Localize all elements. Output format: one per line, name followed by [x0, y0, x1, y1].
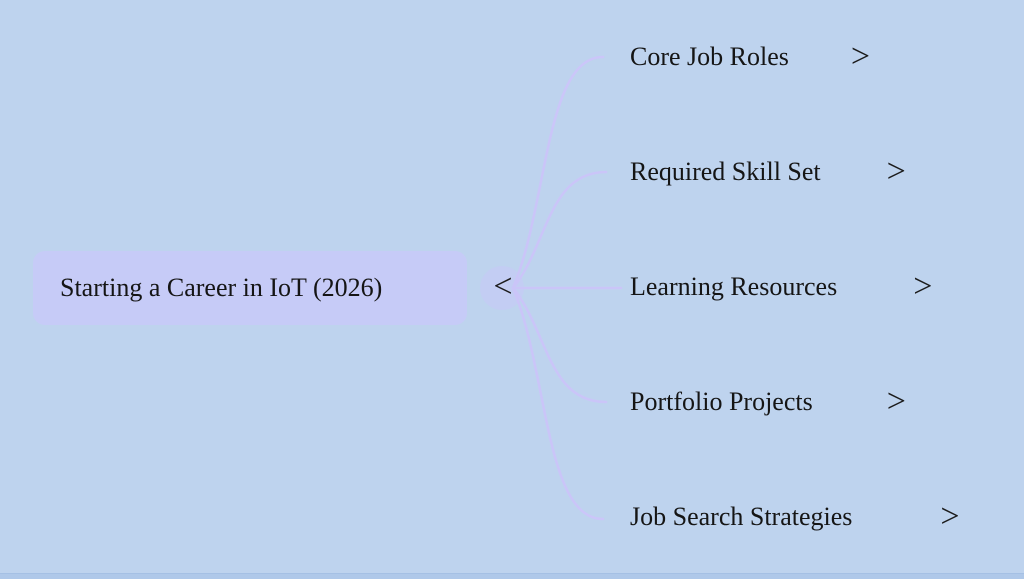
mindmap-node-learning-resources[interactable]: Learning Resources >: [630, 267, 932, 307]
mindmap-node-portfolio-projects[interactable]: Portfolio Projects >: [630, 382, 906, 422]
connector-required-skill-set: [511, 170, 608, 290]
connector-core-job-roles: [511, 55, 605, 290]
node-label: Learning Resources: [630, 272, 838, 301]
node-label: Portfolio Projects: [630, 387, 813, 416]
collapse-toggle-icon[interactable]: <: [493, 268, 513, 305]
expand-toggle-icon[interactable]: >: [886, 383, 906, 420]
root-node-label: Starting a Career in IoT (2026): [60, 273, 383, 302]
mindmap-node-job-search-strategies[interactable]: Job Search Strategies >: [630, 497, 960, 537]
expand-toggle-icon[interactable]: >: [940, 498, 960, 535]
window-bottom-edge: [0, 573, 1024, 579]
mindmap-node-required-skill-set[interactable]: Required Skill Set >: [630, 152, 906, 192]
node-label: Core Job Roles: [630, 42, 789, 71]
expand-toggle-icon[interactable]: >: [886, 153, 906, 190]
node-label: Required Skill Set: [630, 157, 821, 186]
mindmap-node-core-job-roles[interactable]: Core Job Roles >: [630, 37, 870, 77]
node-label: Job Search Strategies: [630, 502, 853, 531]
connector-portfolio-projects: [511, 286, 608, 404]
expand-toggle-icon[interactable]: >: [913, 268, 933, 305]
connector-job-search-strategies: [511, 286, 605, 521]
expand-toggle-icon[interactable]: >: [850, 38, 871, 75]
mindmap-root-node[interactable]: Starting a Career in IoT (2026): [33, 251, 467, 325]
